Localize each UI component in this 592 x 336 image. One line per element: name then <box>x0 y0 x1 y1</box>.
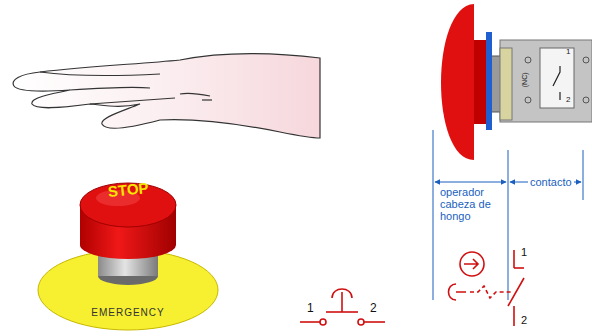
contact-type: (NC) <box>520 73 528 88</box>
terminal-number: 2 <box>566 96 570 105</box>
nc-contact-symbol <box>449 250 525 326</box>
dimension-lines <box>433 130 583 300</box>
terminal-number: 1 <box>521 246 527 258</box>
pushbutton-symbol <box>300 289 385 325</box>
dimension-label: operador cabeza de hongo <box>438 186 504 222</box>
terminal-number: 2 <box>370 302 377 315</box>
dimension-label: contacto <box>528 176 574 188</box>
terminal-number: 1 <box>307 302 314 315</box>
base-text: EMERGENCY <box>91 307 164 318</box>
terminal-number: 2 <box>521 314 527 326</box>
terminal-number: 1 <box>566 48 570 57</box>
button-side-view <box>441 4 592 160</box>
emergency-stop-button <box>38 183 218 330</box>
hand-drawing <box>13 54 320 138</box>
